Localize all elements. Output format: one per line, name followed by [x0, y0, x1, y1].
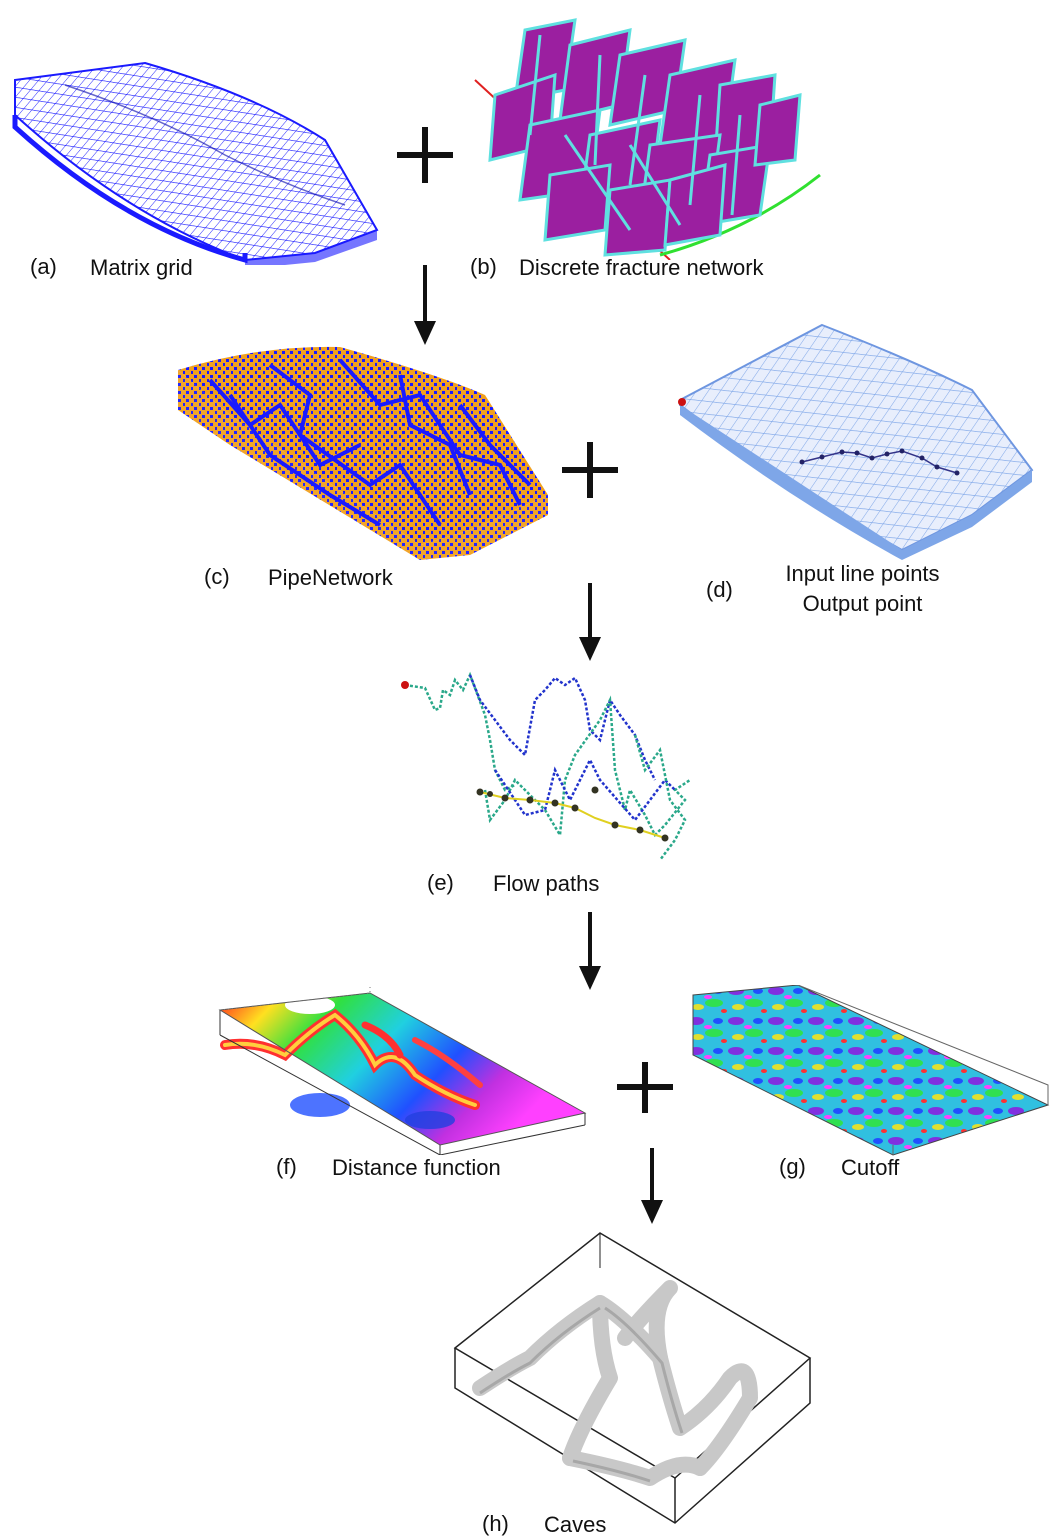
panel-g-cutoff — [688, 985, 1053, 1160]
panel-d-title-line1: Input line points — [785, 561, 940, 586]
panel-c-title: PipeNetwork — [268, 565, 393, 590]
down-arrow-icon — [575, 583, 605, 670]
panel-e-flow-paths — [395, 660, 695, 865]
panel-d-title-line2: Output point — [802, 591, 923, 616]
input-output-image — [678, 323, 1034, 560]
panel-d-letter: (d) — [706, 577, 733, 602]
plus-icon — [395, 125, 455, 190]
plus-icon — [560, 440, 620, 505]
pipe-network-image — [178, 346, 548, 560]
matrix-grid-image — [12, 61, 379, 265]
plus-icon — [615, 1060, 675, 1120]
panel-g-title: Cutoff — [841, 1155, 900, 1180]
panel-e-letter: (e) — [427, 870, 454, 895]
cutoff-image — [692, 985, 1050, 1156]
panel-c-letter: (c) — [204, 564, 230, 589]
down-arrow-icon — [637, 1148, 667, 1235]
panel-e-title: Flow paths — [493, 871, 600, 896]
panel-f-distance-function — [215, 985, 590, 1155]
panel-h-letter: (h) — [482, 1511, 509, 1536]
panel-h-caves — [450, 1228, 820, 1528]
panel-d-input-output — [672, 320, 1047, 560]
down-arrow-icon — [410, 265, 440, 352]
fracture-network-image — [474, 18, 821, 260]
panel-b-fracture-network — [470, 15, 830, 260]
panel-g-letter: (g) — [779, 1154, 806, 1179]
panel-a-matrix-grid — [5, 55, 390, 265]
distance-function-image — [218, 985, 587, 1155]
panel-a-title: Matrix grid — [90, 255, 193, 280]
caves-image — [453, 1232, 812, 1524]
panel-b-title: Discrete fracture network — [519, 255, 764, 280]
panel-a-letter: (a) — [30, 254, 57, 279]
panel-b-letter: (b) — [470, 254, 497, 279]
down-arrow-icon — [575, 912, 605, 999]
flow-paths-image — [401, 671, 691, 861]
panel-h-title: Caves — [544, 1512, 607, 1537]
panel-f-title: Distance function — [332, 1155, 501, 1180]
panel-c-pipe-network — [170, 335, 555, 565]
panel-f-letter: (f) — [276, 1154, 297, 1179]
